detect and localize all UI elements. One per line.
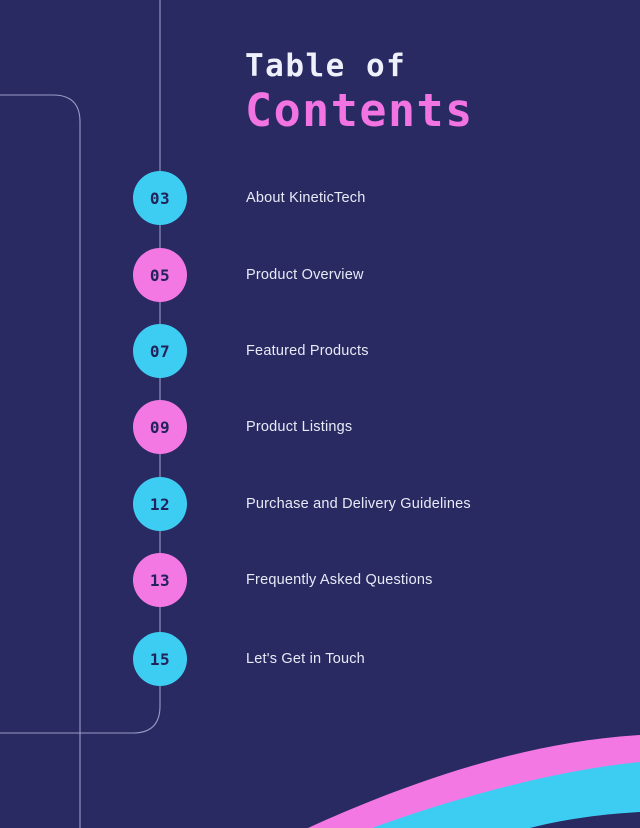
title-line-two: Contents — [245, 83, 474, 137]
toc-entry-label[interactable]: Frequently Asked Questions — [246, 572, 433, 588]
list-item[interactable]: 15 Let's Get in Touch — [0, 632, 640, 686]
toc-entry-label[interactable]: Product Overview — [246, 267, 364, 283]
list-item[interactable]: 03 About KineticTech — [0, 171, 640, 225]
toc-entry-label[interactable]: Product Listings — [246, 419, 353, 435]
list-item[interactable]: 05 Product Overview — [0, 248, 640, 302]
toc-entry-label[interactable]: Purchase and Delivery Guidelines — [246, 496, 471, 512]
toc-number-badge[interactable]: 03 — [133, 171, 187, 225]
toc-entry-label[interactable]: Let's Get in Touch — [246, 651, 365, 667]
toc-number-badge[interactable]: 09 — [133, 400, 187, 454]
list-item[interactable]: 12 Purchase and Delivery Guidelines — [0, 477, 640, 531]
list-item[interactable]: 09 Product Listings — [0, 400, 640, 454]
toc-number-badge[interactable]: 07 — [133, 324, 187, 378]
list-item[interactable]: 13 Frequently Asked Questions — [0, 553, 640, 607]
toc-entry-label[interactable]: About KineticTech — [246, 190, 366, 206]
toc-number-badge[interactable]: 15 — [133, 632, 187, 686]
toc-number-badge[interactable]: 13 — [133, 553, 187, 607]
title-line-one: Table of — [245, 48, 407, 84]
list-item[interactable]: 07 Featured Products — [0, 324, 640, 378]
page-title: Table of Contents — [245, 50, 635, 135]
toc-number-badge[interactable]: 05 — [133, 248, 187, 302]
toc-number-badge[interactable]: 12 — [133, 477, 187, 531]
toc-entry-label[interactable]: Featured Products — [246, 343, 369, 359]
